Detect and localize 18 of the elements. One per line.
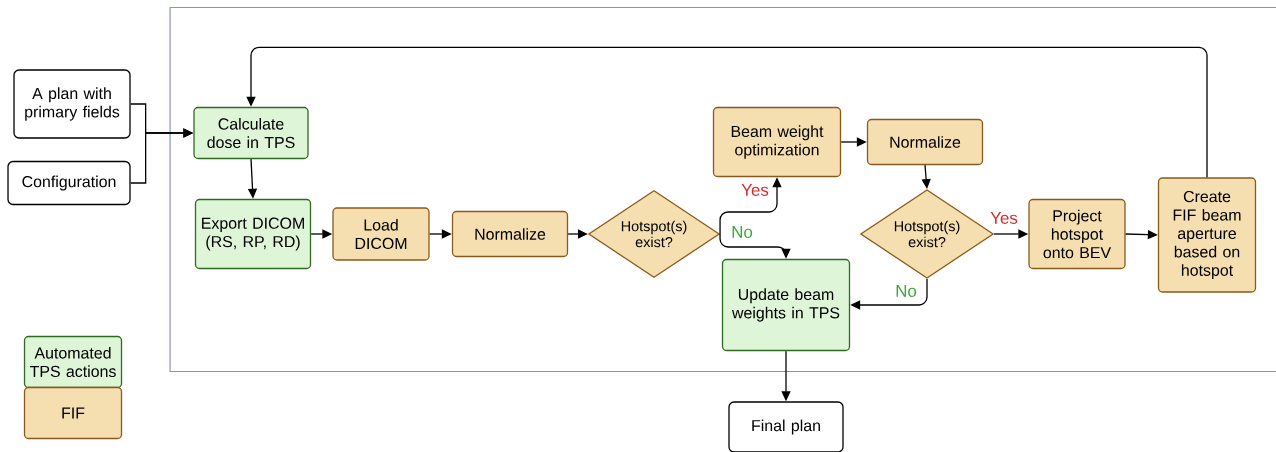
edge-label: Yes (740, 183, 770, 197)
arrow (567, 229, 588, 239)
process-box: Project hotspot onto BEV (1028, 198, 1126, 270)
process-box: Final plan (728, 401, 844, 452)
process-box: Load DICOM (332, 207, 430, 261)
process-box: Update beam weights in TPS (721, 258, 851, 352)
process-box: Normalize (866, 118, 984, 166)
process-box: Beam weight optimization (712, 106, 842, 178)
group-frame (169, 6, 1276, 373)
arrow (246, 46, 1208, 178)
edge-label: No (730, 225, 754, 239)
process-box: Calculate dose in TPS (193, 106, 309, 160)
process-box: Create FIF beam aperture based on hotspot (1157, 177, 1257, 293)
process-box: A plan with primary fields (13, 69, 131, 139)
edge-label: No (894, 284, 918, 298)
process-box: Normalize (451, 210, 569, 258)
process-box: Export DICOM (RS, RP, RD) (194, 198, 312, 270)
process-box: Configuration (7, 160, 131, 206)
